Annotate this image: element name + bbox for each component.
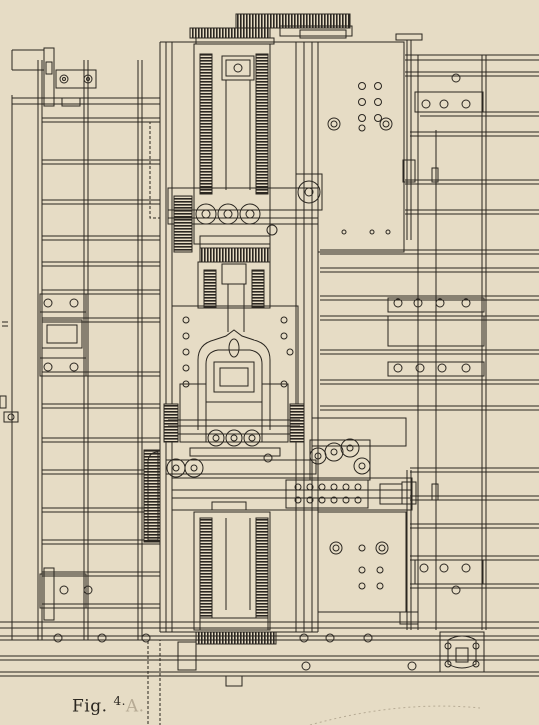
base-rails — [0, 621, 539, 725]
figure-caption: Fig. 4.A. — [72, 694, 145, 717]
caption-number: 4. — [113, 694, 126, 708]
right-rails — [320, 33, 539, 630]
central-frame — [143, 13, 413, 687]
left-rails — [0, 47, 161, 725]
caption-prefix: Fig. — [72, 696, 108, 717]
caption-letter: A. — [125, 696, 145, 717]
